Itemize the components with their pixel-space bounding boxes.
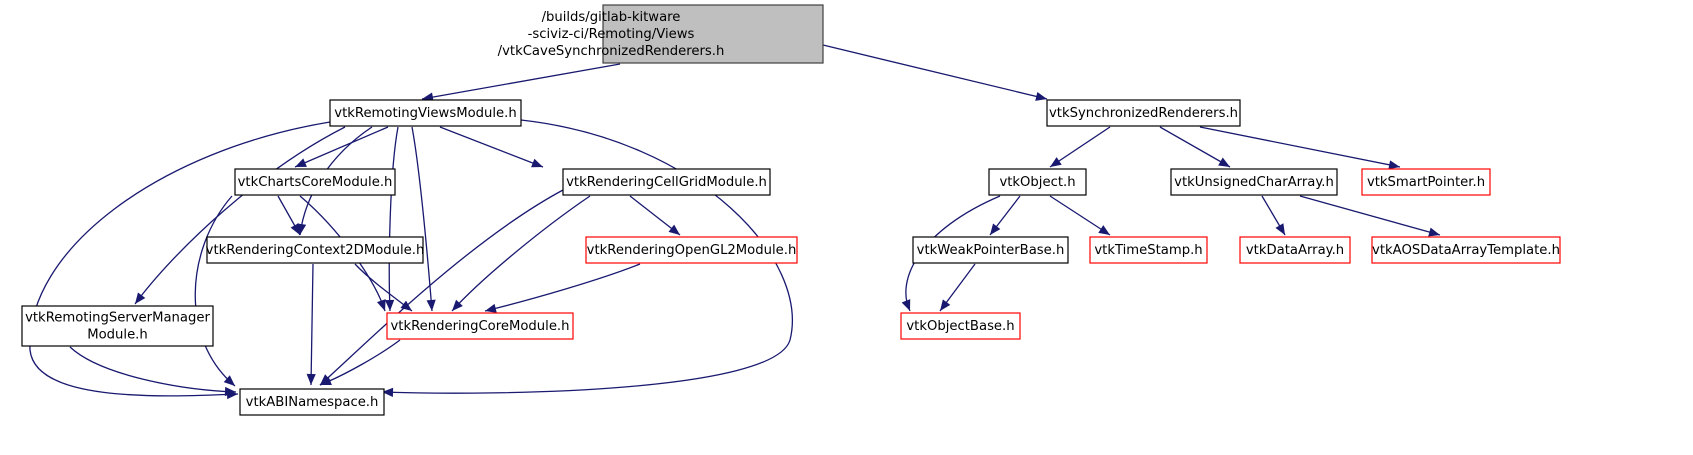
node-box[interactable] [206,236,424,264]
node-box[interactable] [329,99,522,127]
node-box[interactable] [21,305,214,347]
node-label: vtkUnsignedCharArray.h [1174,175,1334,190]
edge-cellgrid-to-renderingcore [451,195,591,312]
edge-root-to-remotingviews [421,63,621,102]
node-aostemplate[interactable]: vtkAOSDataArrayTemplate.h [1371,236,1561,264]
node-box[interactable] [1046,99,1241,127]
node-syncrenderers[interactable]: vtkSynchronizedRenderers.h [1046,99,1241,127]
edge-layer [29,44,1441,400]
node-cellgrid[interactable]: vtkRenderingCellGridModule.h [562,168,771,196]
edge-remotingviews-to-renderingcore [411,126,436,312]
node-box[interactable] [602,4,824,64]
node-box[interactable] [912,236,1069,264]
edge-vtkobject-to-timestamp [1049,195,1111,236]
node-box[interactable] [234,168,396,196]
node-uchararray[interactable]: vtkUnsignedCharArray.h [1170,168,1338,196]
edge-remotingviews-to-renderingcore [385,126,399,312]
node-box[interactable] [1239,236,1351,264]
node-box[interactable] [585,236,798,264]
edge-syncrenderers-to-smartpointer [1199,126,1401,170]
edge-root-to-syncrenderers [822,44,1048,101]
node-label: vtkABINamespace.h [246,395,379,410]
edge-remotingviews-to-abinamespace [381,119,793,397]
node-box[interactable] [562,168,771,196]
edge-cellgrid-to-abinamespace [319,189,564,386]
node-label: vtkSynchronizedRenderers.h [1049,106,1238,121]
edge-chartscore-to-abinamespace [194,195,236,387]
node-dataarray[interactable]: vtkDataArray.h [1239,236,1351,264]
node-label: vtkRemotingViewsModule.h [334,106,516,121]
edge-syncrenderers-to-uchararray [1159,126,1231,168]
node-label: vtkSmartPointer.h [1367,175,1485,190]
node-opengl2[interactable]: vtkRenderingOpenGL2Module.h [585,236,798,264]
node-box[interactable] [1361,168,1491,196]
edge-weakpointer-to-objectbase [939,263,976,312]
edge-servermanager-to-abinamespace [69,346,237,397]
node-label: vtkRenderingCellGridModule.h [566,175,767,190]
node-objectbase[interactable]: vtkObjectBase.h [900,312,1021,340]
node-smartpointer[interactable]: vtkSmartPointer.h [1361,168,1491,196]
node-abinamespace[interactable]: vtkABINamespace.h [239,388,385,416]
node-box[interactable] [988,168,1087,196]
edge-context2d-to-abinamespace [306,263,316,386]
node-remotingviews[interactable]: vtkRemotingViewsModule.h [329,99,522,127]
node-vtkobject[interactable]: vtkObject.h [988,168,1087,196]
node-box[interactable] [386,312,574,340]
node-label: vtkObject.h [999,175,1075,190]
edge-remotingviews-to-cellgrid [439,126,544,168]
node-chartscore[interactable]: vtkChartsCoreModule.h [234,168,396,196]
edge-opengl2-to-renderingcore [484,263,641,313]
node-label: vtkObjectBase.h [906,319,1014,334]
edge-renderingcore-to-abinamespace [319,339,401,386]
edge-remotingviews-to-chartscore [294,126,389,168]
edge-cellgrid-to-opengl2 [629,195,681,236]
node-label: vtkDataArray.h [1246,243,1344,258]
node-renderingcore[interactable]: vtkRenderingCoreModule.h [386,312,574,340]
node-label: vtkTimeStamp.h [1094,243,1202,258]
node-context2d[interactable]: vtkRenderingContext2DModule.h [206,236,425,264]
node-label: /builds/gitlab-kitware-sciviz-ci/Remotin… [498,10,725,59]
edge-context2d-to-renderingcore [354,263,413,312]
node-label: vtkAOSDataArrayTemplate.h [1372,243,1560,258]
node-box[interactable] [900,312,1021,340]
edge-uchararray-to-dataarray [1261,195,1286,236]
node-weakpointer[interactable]: vtkWeakPointerBase.h [912,236,1069,264]
node-root[interactable]: /builds/gitlab-kitware-sciviz-ci/Remotin… [498,4,824,64]
edge-vtkobject-to-weakpointer [989,195,1021,236]
edge-chartscore-to-context2d [277,195,301,236]
node-label: vtkRenderingCoreModule.h [391,319,570,334]
node-label: vtkRenderingOpenGL2Module.h [587,243,797,258]
node-label: vtkRenderingContext2DModule.h [206,243,425,258]
node-box[interactable] [1170,168,1338,196]
node-box[interactable] [1371,236,1561,264]
node-layer: /builds/gitlab-kitware-sciviz-ci/Remotin… [21,4,1561,416]
edge-syncrenderers-to-vtkobject [1049,126,1111,168]
node-box[interactable] [1089,236,1208,264]
edge-remotingviews-to-servermanager [134,126,346,305]
node-label: vtkChartsCoreModule.h [238,175,393,190]
node-box[interactable] [239,388,385,416]
edge-uchararray-to-aostemplate [1299,195,1441,237]
node-label: vtkWeakPointerBase.h [917,243,1065,258]
node-timestamp[interactable]: vtkTimeStamp.h [1089,236,1208,264]
